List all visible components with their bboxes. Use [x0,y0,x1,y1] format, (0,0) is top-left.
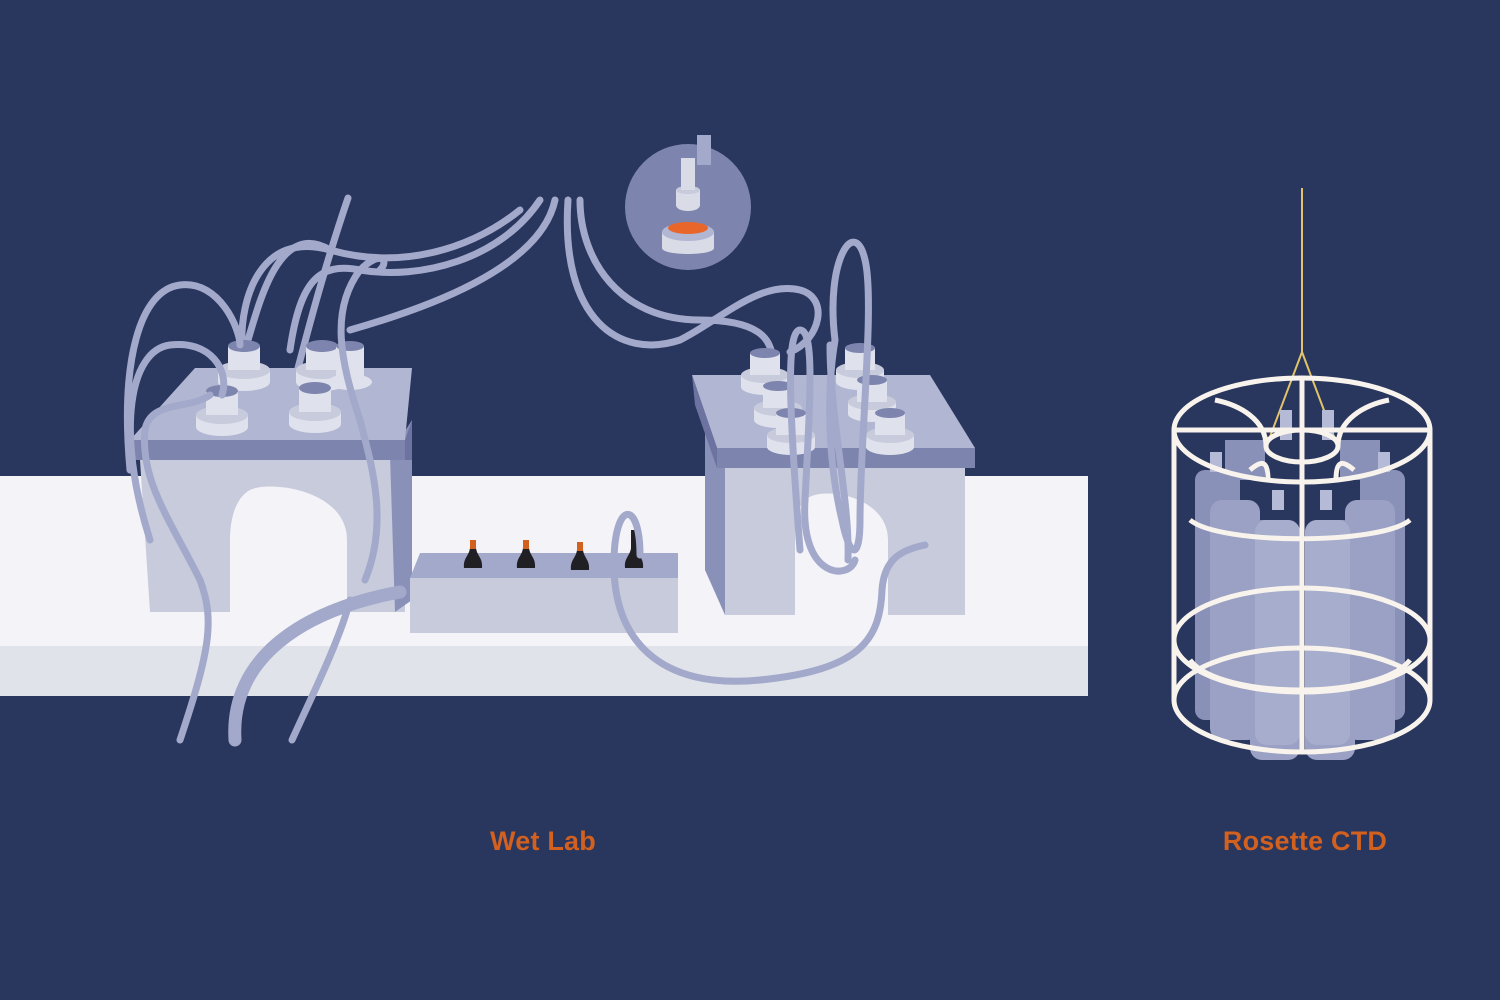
left-filtration-manifold [130,340,412,612]
right-filtration-manifold [692,343,975,615]
rosette-cage [1171,375,1433,755]
wet-lab-label: Wet Lab [490,826,596,856]
rosette-ctd-label: Rosette CTD [1222,826,1388,856]
valve-knobs [463,530,644,570]
background-tubing [238,194,822,434]
rosette-ctd [1171,188,1433,760]
foreground-tubing [124,238,929,747]
filter-holder-inset [625,135,751,270]
left-manifold-ports [196,340,372,436]
orange-filter-mesh [668,222,708,234]
